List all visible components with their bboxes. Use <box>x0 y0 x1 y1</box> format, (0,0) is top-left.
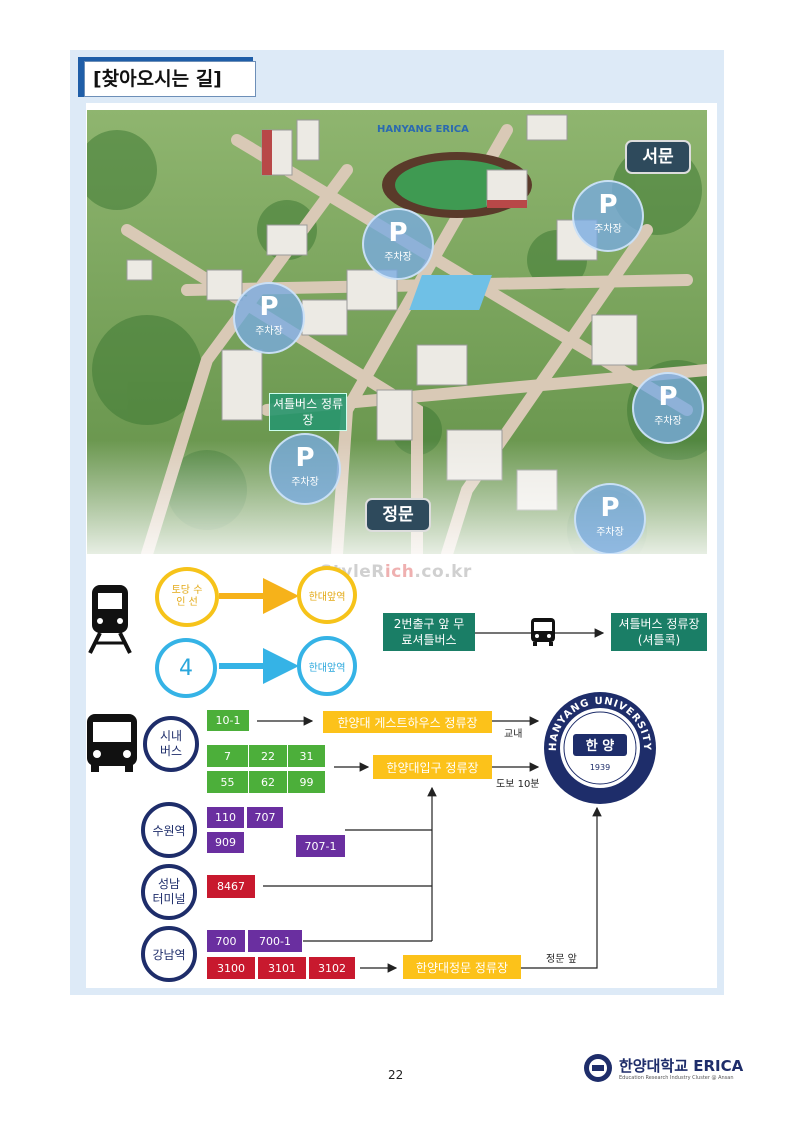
emblem-year: 1939 <box>590 763 610 772</box>
bus-route-badge: 31 <box>287 745 325 767</box>
bus-route-badge: 700-1 <box>248 930 302 952</box>
emblem-center-text: 한 양 <box>586 738 614 754</box>
walk-note: 도보 10분 <box>496 779 540 790</box>
bus-route-badge: 62 <box>248 771 287 793</box>
bus-icon <box>87 714 137 772</box>
suin-line-circle: 토당 수인 선 <box>155 567 219 627</box>
title-left-bar <box>78 57 84 97</box>
shuttle-stop-box: 셔틀버스 정류장 (셔틀콕) <box>611 613 707 651</box>
train-icon <box>88 585 132 654</box>
bus-route-badge: 110 <box>207 807 244 828</box>
bus-route-badge: 707-1 <box>296 835 345 857</box>
bus-route-badge: 3100 <box>207 957 255 979</box>
bus-route-badge: 3101 <box>258 957 306 979</box>
campus-note: 교내 <box>504 729 523 740</box>
bus-route-badge: 707 <box>247 807 283 828</box>
bus-route-badge: 99 <box>287 771 325 793</box>
main-gate-label: 정문 <box>365 498 431 532</box>
bus-route-badge: 700 <box>207 930 245 952</box>
hanyang-univ-station-circle: 한대앞역 <box>297 566 357 624</box>
page-number: 22 <box>388 1068 404 1082</box>
bus-route-badge: 7 <box>207 745 248 767</box>
footer-logo: 한양대학교 ERICA Education Research Industry … <box>583 1053 743 1085</box>
footer-university-name: 한양대학교 ERICA <box>619 1057 744 1075</box>
entrance-stop-box: 한양대입구 정류장 <box>373 755 492 779</box>
gangnam-station-circle: 강남역 <box>141 926 197 982</box>
hanyang-university-emblem: HANYANG UNIVERSITY 한 양 1939 <box>544 692 656 804</box>
hanyang-univ-station-circle: 한대앞역 <box>297 636 357 696</box>
footer-emblem-icon <box>584 1054 612 1082</box>
suwon-station-circle: 수원역 <box>141 802 197 858</box>
city-bus-circle: 시내 버스 <box>143 716 199 772</box>
line-4-circle: 4 <box>155 638 217 698</box>
footer-tagline: Education Research Industry Cluster @ An… <box>619 1075 734 1081</box>
west-gate-label: 서문 <box>625 140 691 174</box>
title-accent-bar <box>78 57 253 61</box>
map-shuttle-stop-label: 셔틀버스 정류장 <box>269 393 347 431</box>
title-text: [찾아오시는 길] <box>84 61 256 97</box>
bus-route-badge: 22 <box>248 745 287 767</box>
bus-route-badge: 3102 <box>309 957 355 979</box>
bus-route-badge: 10-1 <box>207 710 249 731</box>
section-title: [찾아오시는 길] <box>78 57 258 97</box>
seongnam-terminal-circle: 성남 터미널 <box>141 864 197 920</box>
campus-sign: HANYANG ERICA <box>377 124 469 135</box>
bus-route-badge: 909 <box>207 832 244 853</box>
main-gate-note: 정문 앞 <box>546 954 577 965</box>
bus-route-badge: 8467 <box>207 875 255 898</box>
shuttle-bus-icon <box>531 618 555 646</box>
main-gate-stop-box: 한양대정문 정류장 <box>403 955 521 979</box>
bus-route-badge: 55 <box>207 771 248 793</box>
free-shuttle-box: 2번출구 앞 무료셔틀버스 <box>383 613 475 651</box>
guesthouse-stop-box: 한양대 게스트하우스 정류장 <box>323 711 492 733</box>
